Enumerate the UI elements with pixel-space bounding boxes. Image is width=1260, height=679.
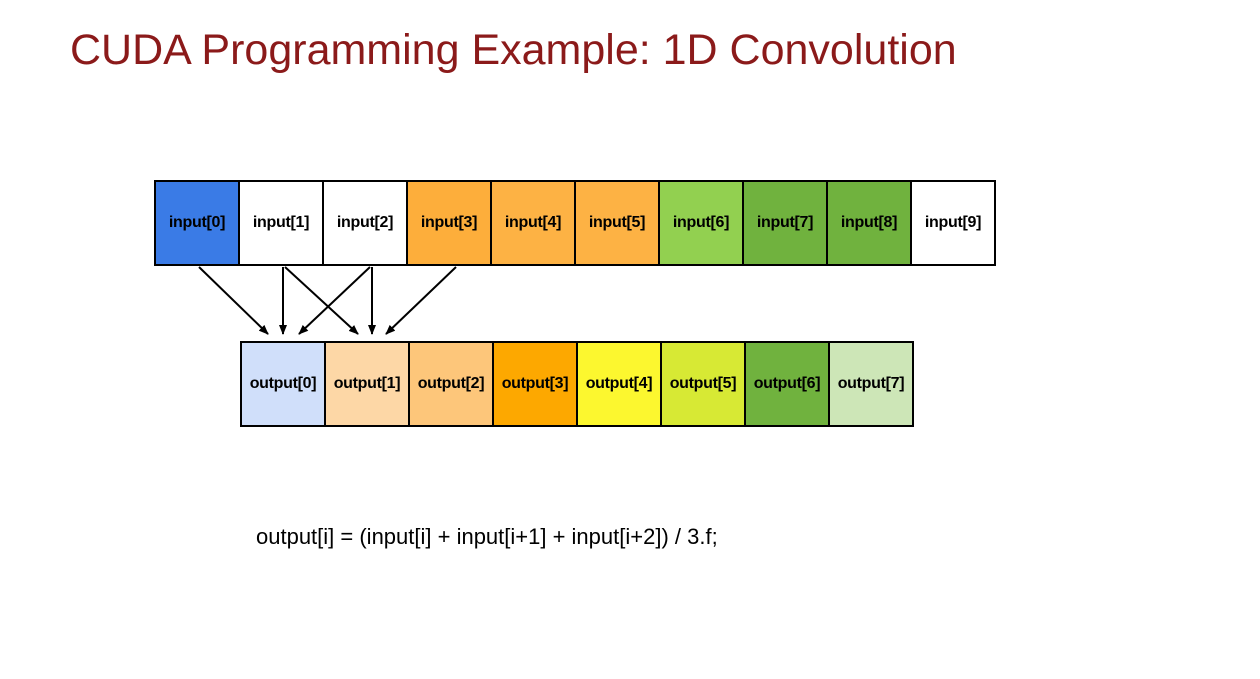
output-cell: output[3] — [492, 341, 578, 427]
output-cell: output[0] — [240, 341, 326, 427]
output-cell: output[1] — [324, 341, 410, 427]
input-cell: input[8] — [826, 180, 912, 266]
arrow — [198, 266, 269, 335]
output-cell: output[5] — [660, 341, 746, 427]
arrow — [298, 266, 371, 335]
output-cell: output[7] — [828, 341, 914, 427]
output-cell: output[2] — [408, 341, 494, 427]
input-cell: input[7] — [742, 180, 828, 266]
output-cell: output[6] — [744, 341, 830, 427]
input-array: input[0] input[1] input[2] input[3] inpu… — [154, 180, 996, 266]
convolution-formula: output[i] = (input[i] + input[i+1] + inp… — [256, 524, 718, 549]
arrow — [385, 266, 457, 335]
output-cell: output[4] — [576, 341, 662, 427]
input-cell: input[9] — [910, 180, 996, 266]
input-cell: input[6] — [658, 180, 744, 266]
input-cell: input[2] — [322, 180, 408, 266]
output-array: output[0] output[1] output[2] output[3] … — [240, 341, 914, 427]
input-cell: input[0] — [154, 180, 240, 266]
arrow — [284, 266, 359, 335]
slide-title: CUDA Programming Example: 1D Convolution — [70, 26, 957, 74]
